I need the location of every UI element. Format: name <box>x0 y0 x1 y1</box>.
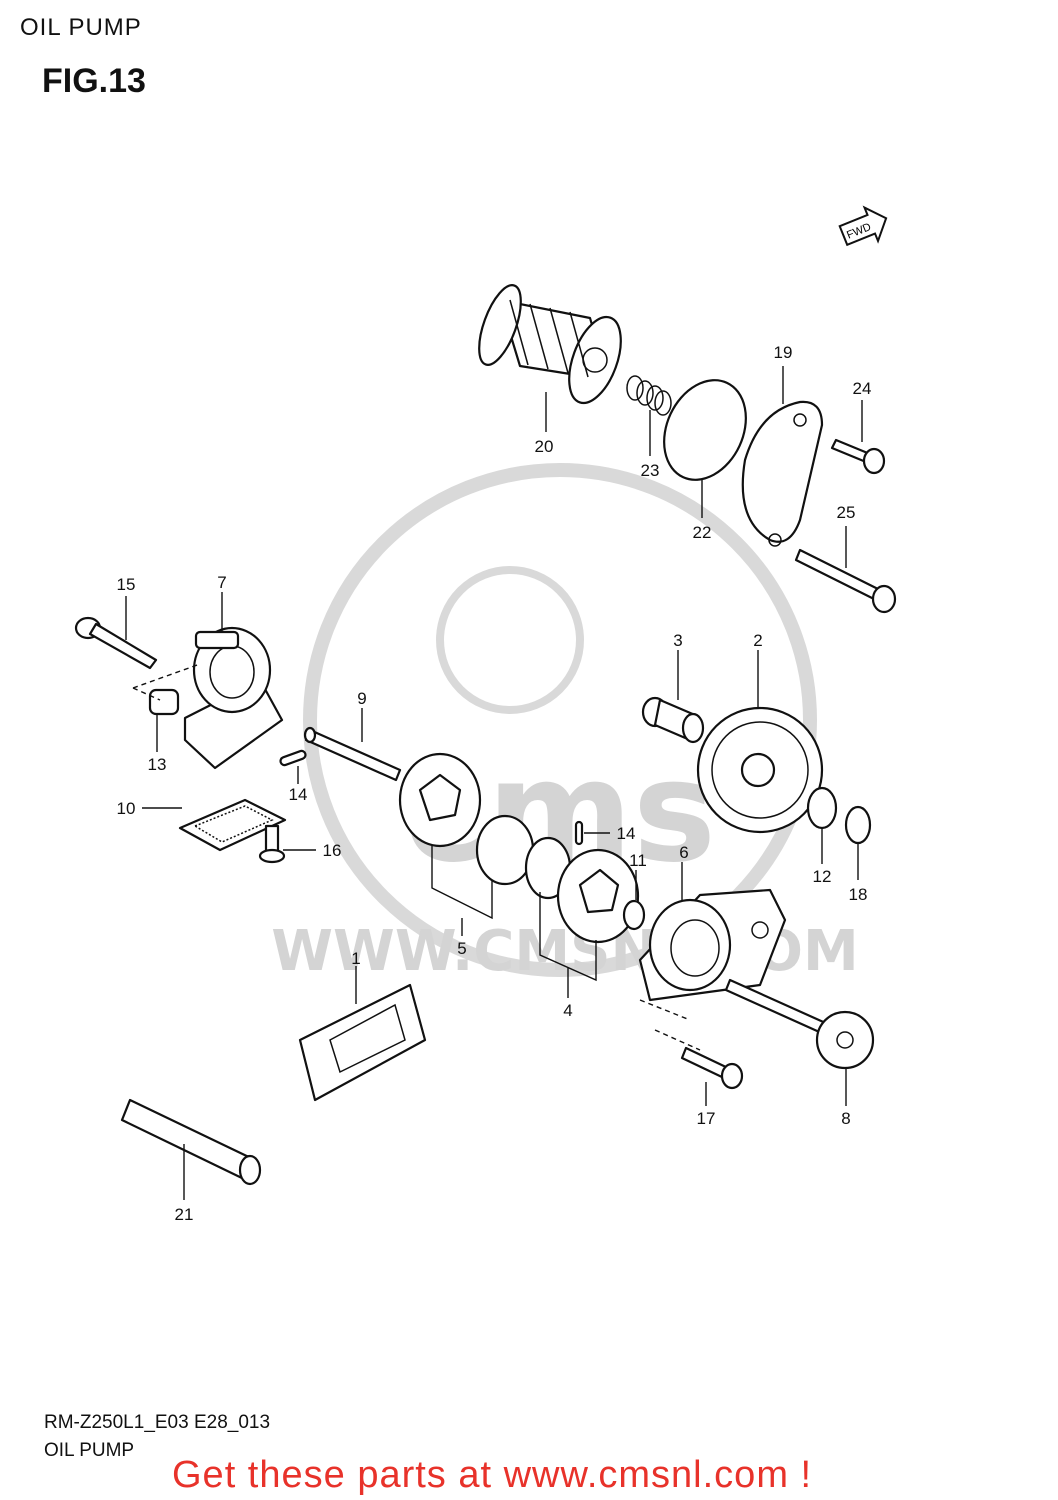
promo-link-text[interactable]: Get these parts at www.cmsnl.com ! <box>172 1454 813 1496</box>
callout-10: 10 <box>117 799 136 818</box>
callout-20: 20 <box>535 437 554 456</box>
part-2-driven-gear <box>696 706 824 834</box>
callout-11: 11 <box>629 851 647 870</box>
part-24-bolt <box>830 438 886 475</box>
part-20-oil-filter <box>478 284 622 405</box>
part-4-rotor-set <box>524 836 640 944</box>
callout-8: 8 <box>841 1109 850 1128</box>
callout-9: 9 <box>357 689 366 708</box>
part-5-rotor-set <box>398 752 535 886</box>
callout-18: 18 <box>849 885 868 904</box>
part-10-gasket <box>178 798 287 852</box>
part-15-bolt <box>74 616 158 670</box>
callout-7: 7 <box>217 573 226 592</box>
part-25-long-bolt <box>794 548 897 614</box>
callout-19: 19 <box>774 343 793 362</box>
part-11-washer <box>622 899 646 931</box>
part-8-drive-gear <box>724 978 875 1070</box>
part-14-pin-left <box>279 749 307 767</box>
part-3-pivot-bolt <box>641 696 705 744</box>
callout-16: 16 <box>323 841 342 860</box>
callout-3: 3 <box>673 631 682 650</box>
part-19-filter-cap <box>741 400 824 547</box>
part-14-pin-right <box>574 820 584 846</box>
part-18-circlip <box>844 805 872 845</box>
callout-23: 23 <box>641 461 660 480</box>
callout-25: 25 <box>837 503 856 522</box>
page-header: OIL PUMP <box>20 14 142 41</box>
footer-caption: OIL PUMP <box>44 1440 135 1461</box>
figure-number: FIG.13 <box>42 62 146 100</box>
part-9-shaft <box>303 726 402 782</box>
callout-5: 5 <box>457 939 466 958</box>
fwd-arrow-icon: FWD <box>838 205 888 247</box>
callout-1: 1 <box>351 949 360 968</box>
callout-15: 15 <box>117 575 136 594</box>
callout-12: 12 <box>813 867 832 886</box>
part-7-housing <box>183 626 284 770</box>
callout-4: 4 <box>563 1001 572 1020</box>
part-13-dowel <box>148 688 180 716</box>
part-22-o-ring <box>663 379 747 481</box>
callout-24: 24 <box>853 379 872 398</box>
leader-lines <box>125 366 863 1200</box>
callout-2: 2 <box>753 631 762 650</box>
callout-17: 17 <box>697 1109 716 1128</box>
part-23-spring <box>626 375 672 416</box>
callout-14-right: 14 <box>617 824 636 843</box>
callout-14-left: 14 <box>289 785 308 804</box>
callout-13: 13 <box>148 755 167 774</box>
part-16-bolt <box>258 824 286 864</box>
part-21-magnet <box>120 1098 262 1186</box>
callout-6: 6 <box>679 843 688 862</box>
callout-numbers: 1 2 3 4 5 6 7 8 9 10 11 12 13 14 14 15 1… <box>117 343 872 1224</box>
part-6-pump-body <box>638 888 787 1002</box>
callout-21: 21 <box>175 1205 194 1224</box>
part-17-bolt <box>680 1046 744 1090</box>
callout-22: 22 <box>693 523 712 542</box>
part-12-washer <box>806 786 838 830</box>
model-code: RM-Z250L1_E03 E28_013 <box>44 1412 271 1433</box>
part-1-strainer <box>298 983 427 1102</box>
